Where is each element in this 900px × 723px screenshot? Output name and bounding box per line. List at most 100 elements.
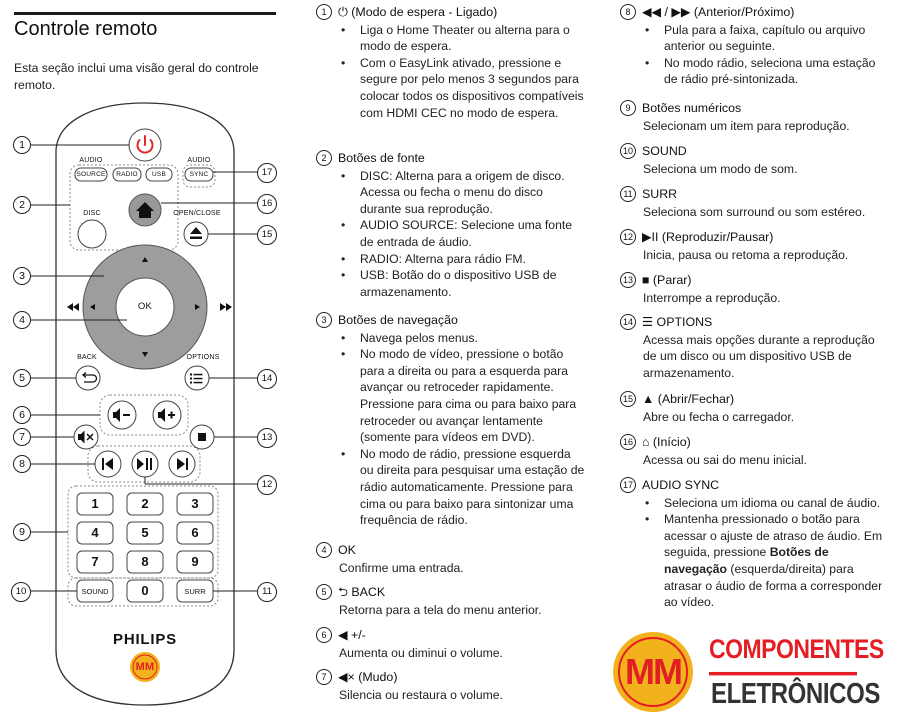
item-8-bullet: No modo rádio, seleciona uma estação de …	[643, 55, 890, 88]
item-13-desc: Interrompe a reprodução.	[643, 290, 781, 305]
callout-12: 12	[257, 475, 277, 495]
philips-logo: PHILIPS	[113, 631, 177, 648]
item-2-bullet: RADIO: Alterna para rádio FM.	[339, 251, 586, 268]
item-15-number: 15	[620, 391, 636, 408]
digit-3: 3	[191, 496, 199, 511]
key-1	[76, 492, 114, 516]
key-6	[176, 521, 214, 545]
item-2-bullet: AUDIO SOURCE: Selecione uma fonte de ent…	[339, 217, 586, 250]
digit-5: 5	[141, 525, 149, 540]
item-7: 7◀× (Mudo) Silencia ou restaura o volume…	[316, 669, 586, 703]
item-1: 1⏻ (Modo de espera - Ligado) Liga o Home…	[316, 4, 586, 121]
item-10-number: 10	[620, 143, 636, 160]
callout-15: 15	[257, 225, 277, 245]
key-8	[126, 550, 164, 574]
item-14-title: ☰ OPTIONS	[642, 315, 713, 329]
item-5-title: ⮌ BACK	[338, 585, 386, 599]
digit-7: 7	[91, 554, 99, 569]
item-4-desc: Confirme uma entrada.	[339, 560, 464, 575]
item-3-number: 3	[316, 312, 332, 329]
key-7	[76, 550, 114, 574]
audio-sync-button	[184, 167, 214, 182]
item-5-desc: Retorna para a tela do menu anterior.	[339, 602, 542, 617]
callout-16: 16	[257, 194, 277, 214]
item-3-bullet: Navega pelos menus.	[339, 330, 586, 347]
item-8: 8◀◀ / ▶▶ (Anterior/Próximo) Pula para a …	[620, 4, 890, 88]
item-12-desc: Inicia, pausa ou retoma a reprodução.	[643, 247, 849, 262]
remote-mm-text: MM	[135, 661, 155, 673]
item-10-desc: Seleciona um modo de som.	[643, 161, 798, 176]
item-13-number: 13	[620, 272, 636, 289]
item-14-number: 14	[620, 314, 636, 331]
title-rule	[14, 12, 276, 15]
callout-5: 5	[13, 369, 31, 387]
mm-logo-badge	[613, 632, 693, 712]
item-10-title: SOUND	[642, 144, 687, 158]
item-2-bullet: USB: Botão do o dispositivo USB de armaz…	[339, 267, 586, 300]
intro-text: Esta seção inclui uma visão geral do con…	[14, 61, 259, 92]
volume-down-button	[107, 400, 137, 430]
item-15-title: ▲ (Abrir/Fechar)	[642, 392, 735, 406]
mute-button	[73, 424, 99, 450]
item-1-bullet: Com o EasyLink ativado, pressione e segu…	[339, 55, 586, 121]
next-button	[168, 450, 196, 478]
item-3-bullet: No modo de vídeo, pressione o botão para…	[339, 346, 586, 446]
digit-9: 9	[191, 554, 199, 569]
audio-label-1: AUDIO	[79, 157, 103, 164]
item-7-desc: Silencia ou restaura o volume.	[339, 687, 503, 702]
logo-components-text: COMPONENTES	[709, 634, 884, 676]
usb-button	[145, 167, 173, 182]
item-8-number: 8	[620, 4, 636, 21]
disc-label: DISC	[83, 210, 101, 217]
rewind-icon	[67, 303, 79, 311]
audio-source-button	[74, 167, 108, 182]
open-close-label: OPEN/CLOSE	[173, 210, 221, 217]
item-9-number: 9	[620, 100, 636, 117]
callout-2: 2	[13, 196, 31, 214]
stop-button	[189, 424, 215, 450]
digit-8: 8	[141, 554, 149, 569]
item-12: 12▶II (Reproduzir/Pausar) Inicia, pausa …	[620, 229, 890, 263]
item-7-title: ◀× (Mudo)	[338, 670, 398, 684]
play-pause-button	[131, 450, 159, 478]
item-2-bullet: DISC: Alterna para a origem de disco. Ac…	[339, 168, 586, 218]
radio-button	[112, 167, 142, 182]
callout-14: 14	[257, 369, 277, 389]
sound-label: SOUND	[81, 587, 109, 596]
callout-3: 3	[13, 267, 31, 285]
digit-6: 6	[191, 525, 199, 540]
item-17-title: AUDIO SYNC	[642, 478, 720, 492]
item-13-title: ■ (Parar)	[642, 273, 692, 287]
item-15-desc: Abre ou fecha o carregador.	[643, 409, 795, 424]
item-10: 10 SOUND Seleciona um modo de som.	[620, 143, 890, 177]
item-6-number: 6	[316, 627, 332, 644]
audio-label-2: AUDIO	[187, 157, 211, 164]
item-14: 14 ☰ OPTIONS Acessa mais opções durante a…	[620, 314, 890, 381]
item-8-bullet: Pula para a faixa, capítulo ou arquivo a…	[643, 22, 890, 55]
item-16-desc: Acessa ou sai do menu inicial.	[643, 452, 807, 467]
item-15: 15 ▲ (Abrir/Fechar) Abre ou fecha o carre…	[620, 391, 890, 425]
callout-17: 17	[257, 163, 277, 183]
previous-button	[94, 450, 122, 478]
key-0	[126, 579, 164, 603]
item-12-number: 12	[620, 229, 636, 246]
key-5	[126, 521, 164, 545]
item-14-desc: Acessa mais opções durante a reprodução …	[643, 332, 875, 380]
home-button	[128, 193, 162, 227]
logo-electronics-text: ELETRÔNICOS	[711, 678, 880, 711]
item-6: 6◀ +/- Aumenta ou diminui o volume.	[316, 627, 586, 661]
page-title: Controle remoto	[14, 18, 158, 40]
callout-6: 6	[13, 406, 31, 424]
back-button	[75, 365, 101, 391]
item-6-desc: Aumenta ou diminui o volume.	[339, 645, 503, 660]
item-16-number: 16	[620, 434, 636, 451]
item-11-title: SURR	[642, 187, 678, 201]
item-4-number: 4	[316, 542, 332, 559]
power-button	[128, 128, 162, 162]
item-5-number: 5	[316, 584, 332, 601]
